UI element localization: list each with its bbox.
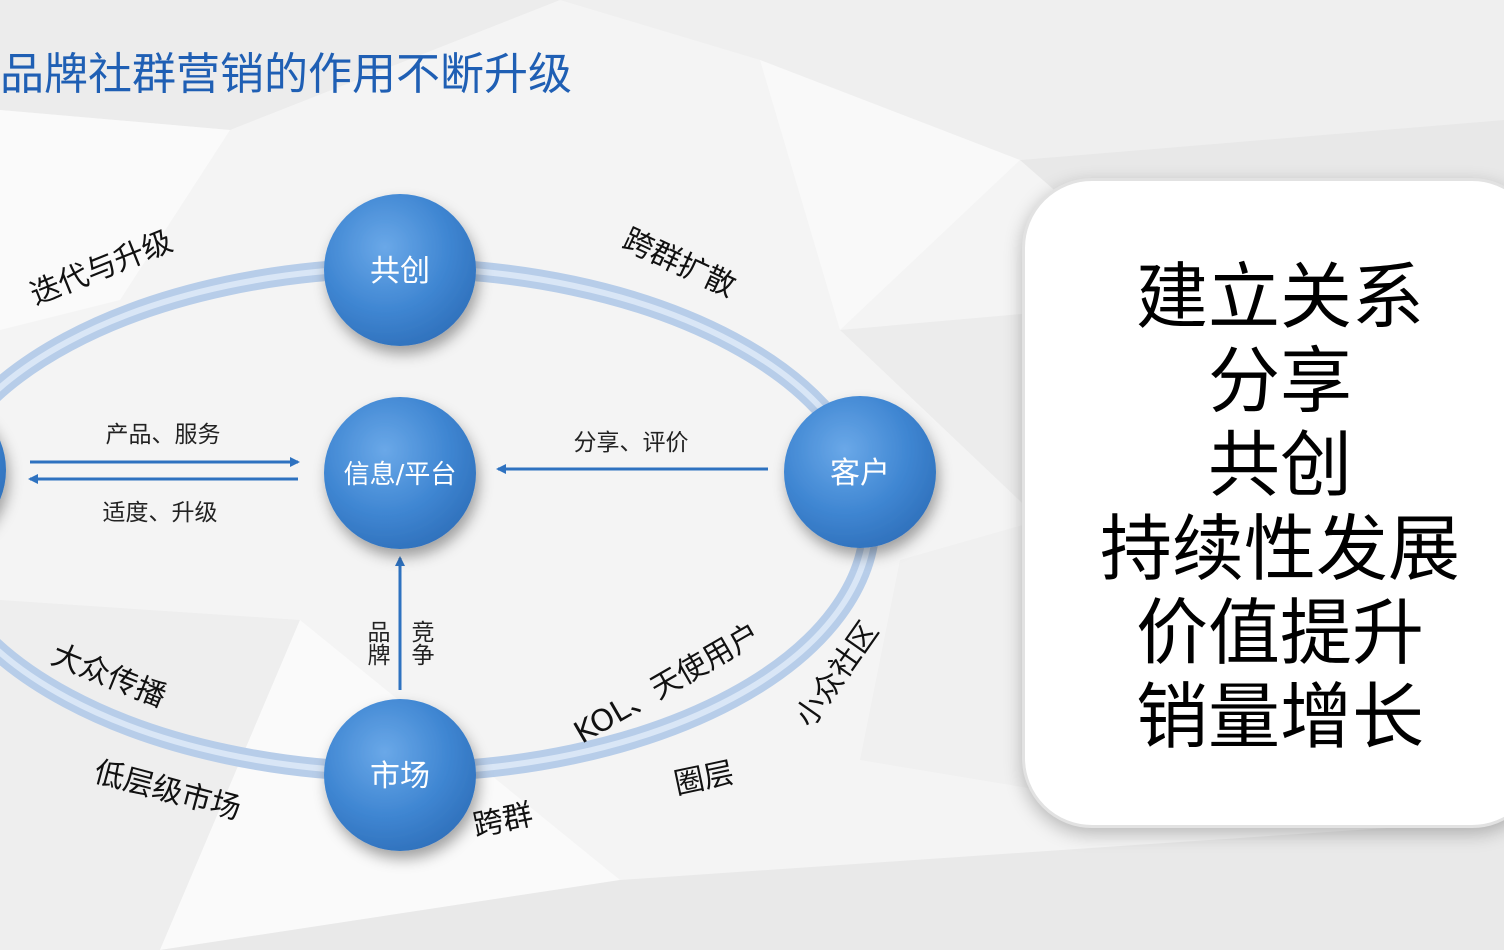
benefits-panel — [1022, 178, 1504, 828]
node-platform: 信息/平台 — [324, 397, 476, 549]
benefit-item: 持续性发展 — [1099, 507, 1460, 591]
node-co-create-label: 共创 — [370, 254, 430, 289]
benefit-item: 共创 — [1207, 423, 1352, 507]
label-niche: 小众社区 — [788, 615, 885, 733]
benefit-item: 分享 — [1207, 339, 1352, 423]
benefit-item: 建立关系 — [1135, 255, 1424, 339]
node-platform-label: 信息/平台 — [344, 460, 457, 490]
benefit-item: 价值提升 — [1135, 591, 1424, 675]
benefit-item: 销量增长 — [1135, 675, 1424, 759]
benefits-list: 建立关系 分享 共创 持续性发展 价值提升 销量增长 — [1060, 255, 1500, 759]
label-brand: 品牌 — [363, 620, 391, 666]
label-adapt-upgrade: 适度、升级 — [103, 500, 218, 526]
label-cross-group: 跨群 — [470, 797, 536, 844]
node-co-create: 共创 — [324, 194, 476, 346]
label-compete: 竞争 — [407, 620, 435, 666]
label-product-service: 产品、服务 — [106, 422, 221, 448]
node-market-label: 市场 — [370, 759, 430, 794]
left-node — [0, 440, 6, 500]
node-customer: 客户 — [784, 396, 936, 548]
label-circle: 圈层 — [671, 755, 737, 802]
label-low-market: 低层级市场 — [90, 755, 244, 828]
node-customer-label: 客户 — [830, 456, 890, 491]
node-market: 市场 — [324, 699, 476, 851]
page-title: 品牌社群营销的作用不断升级 — [0, 49, 572, 100]
label-share-review: 分享、评价 — [574, 430, 689, 456]
